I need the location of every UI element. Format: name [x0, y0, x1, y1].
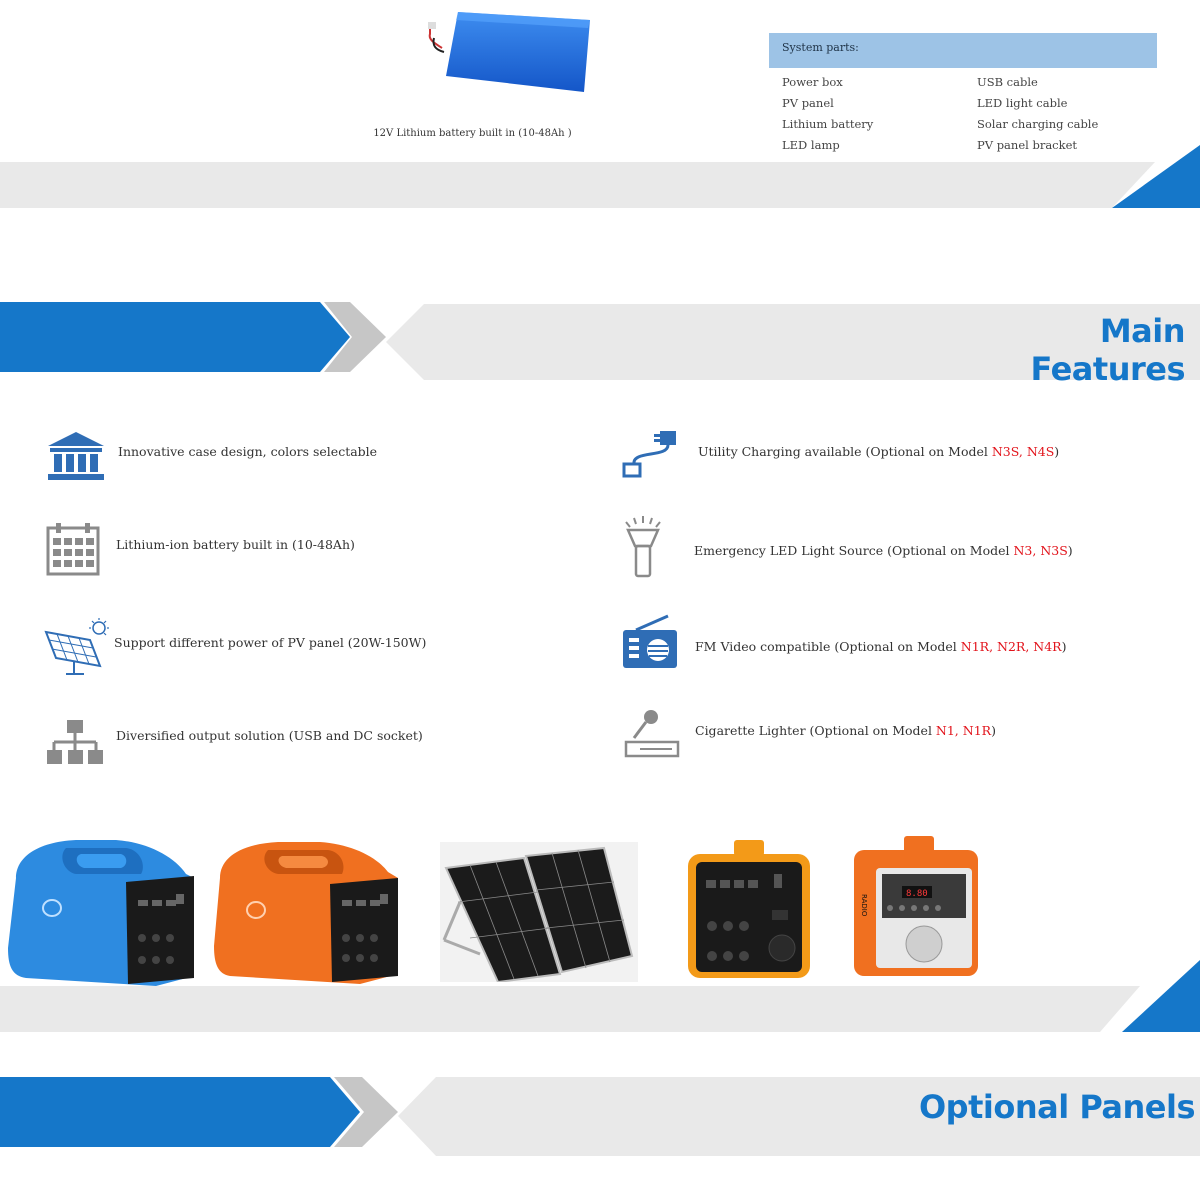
paren-close: ) [1054, 444, 1060, 459]
feature-case-design: Innovative case design, colors selectabl… [118, 444, 378, 459]
paren-close: ) [991, 723, 996, 738]
feature-fm-video: FM Video compatible (Optional on Model N… [695, 639, 1066, 655]
parts-item: LED lamp [782, 138, 840, 152]
lighter-icon [624, 708, 680, 760]
feature-battery-built-in: Lithium-ion battery built in (10-48Ah) [116, 537, 355, 552]
radio-display-readout: 8.80 [906, 889, 928, 899]
portable-power-unit-image [686, 838, 812, 984]
model-list: N1, N1R [935, 723, 992, 738]
feature-utility-charging-text: Utility Charging available (Optional on … [698, 444, 992, 459]
paren-close: ) [1061, 639, 1067, 654]
main-features-banner [0, 300, 1200, 382]
calendar-grid-icon [46, 522, 100, 576]
orange-power-box-image [212, 838, 402, 992]
paren-close: ) [1067, 543, 1073, 558]
flashlight-icon [622, 514, 664, 578]
museum-icon [46, 430, 106, 482]
parts-item: LED light cable [977, 96, 1068, 110]
optional-panels-banner [0, 1074, 1200, 1158]
feature-emergency-led-text: Emergency LED Light Source (Optional on … [694, 543, 1014, 558]
feature-utility-charging: Utility Charging available (Optional on … [698, 444, 1059, 460]
folding-solar-panel-image [440, 842, 638, 986]
model-list: N3S, N4S [991, 444, 1055, 459]
feature-cigarette-lighter: Cigarette Lighter (Optional on Model N1,… [695, 723, 996, 739]
lithium-battery-image [428, 6, 596, 98]
model-list: N1R, N2R, N4R [960, 639, 1062, 654]
solar-panel-icon [44, 618, 112, 676]
parts-item: Power box [782, 75, 843, 89]
battery-caption: 12V Lithium battery built in (10-48Ah ) [373, 128, 572, 139]
plug-cable-icon [622, 428, 680, 480]
feature-output-solution: Diversified output solution (USB and DC … [116, 728, 423, 743]
parts-item: PV panel [782, 96, 834, 110]
parts-item: PV panel bracket [977, 138, 1078, 152]
feature-fm-video-text: FM Video compatible (Optional on Model [695, 639, 961, 654]
section-divider-band [0, 145, 1200, 210]
parts-item: USB cable [977, 75, 1038, 89]
system-parts-header: System parts: [769, 33, 1157, 68]
parts-item: Lithium battery [782, 117, 874, 131]
system-parts-title: System parts: [782, 41, 859, 54]
blue-power-box-image [6, 838, 198, 992]
feature-pv-panel-support: Support different power of PV panel (20W… [114, 635, 427, 650]
radio-side-label: RADIO [860, 894, 868, 917]
feature-cigarette-lighter-text: Cigarette Lighter (Optional on Model [695, 723, 936, 738]
section-divider-band [0, 958, 1200, 1034]
radio-icon [622, 614, 678, 670]
feature-emergency-led: Emergency LED Light Source (Optional on … [694, 543, 1073, 559]
network-tree-icon [46, 718, 104, 766]
radio-power-unit-image: 8.80 RADIO [852, 834, 982, 984]
optional-panels-title: Optional Panels [918, 1088, 1196, 1126]
model-list: N3, N3S [1013, 543, 1068, 558]
parts-item: Solar charging cable [977, 117, 1099, 131]
main-features-title: Main Features [1030, 312, 1186, 388]
